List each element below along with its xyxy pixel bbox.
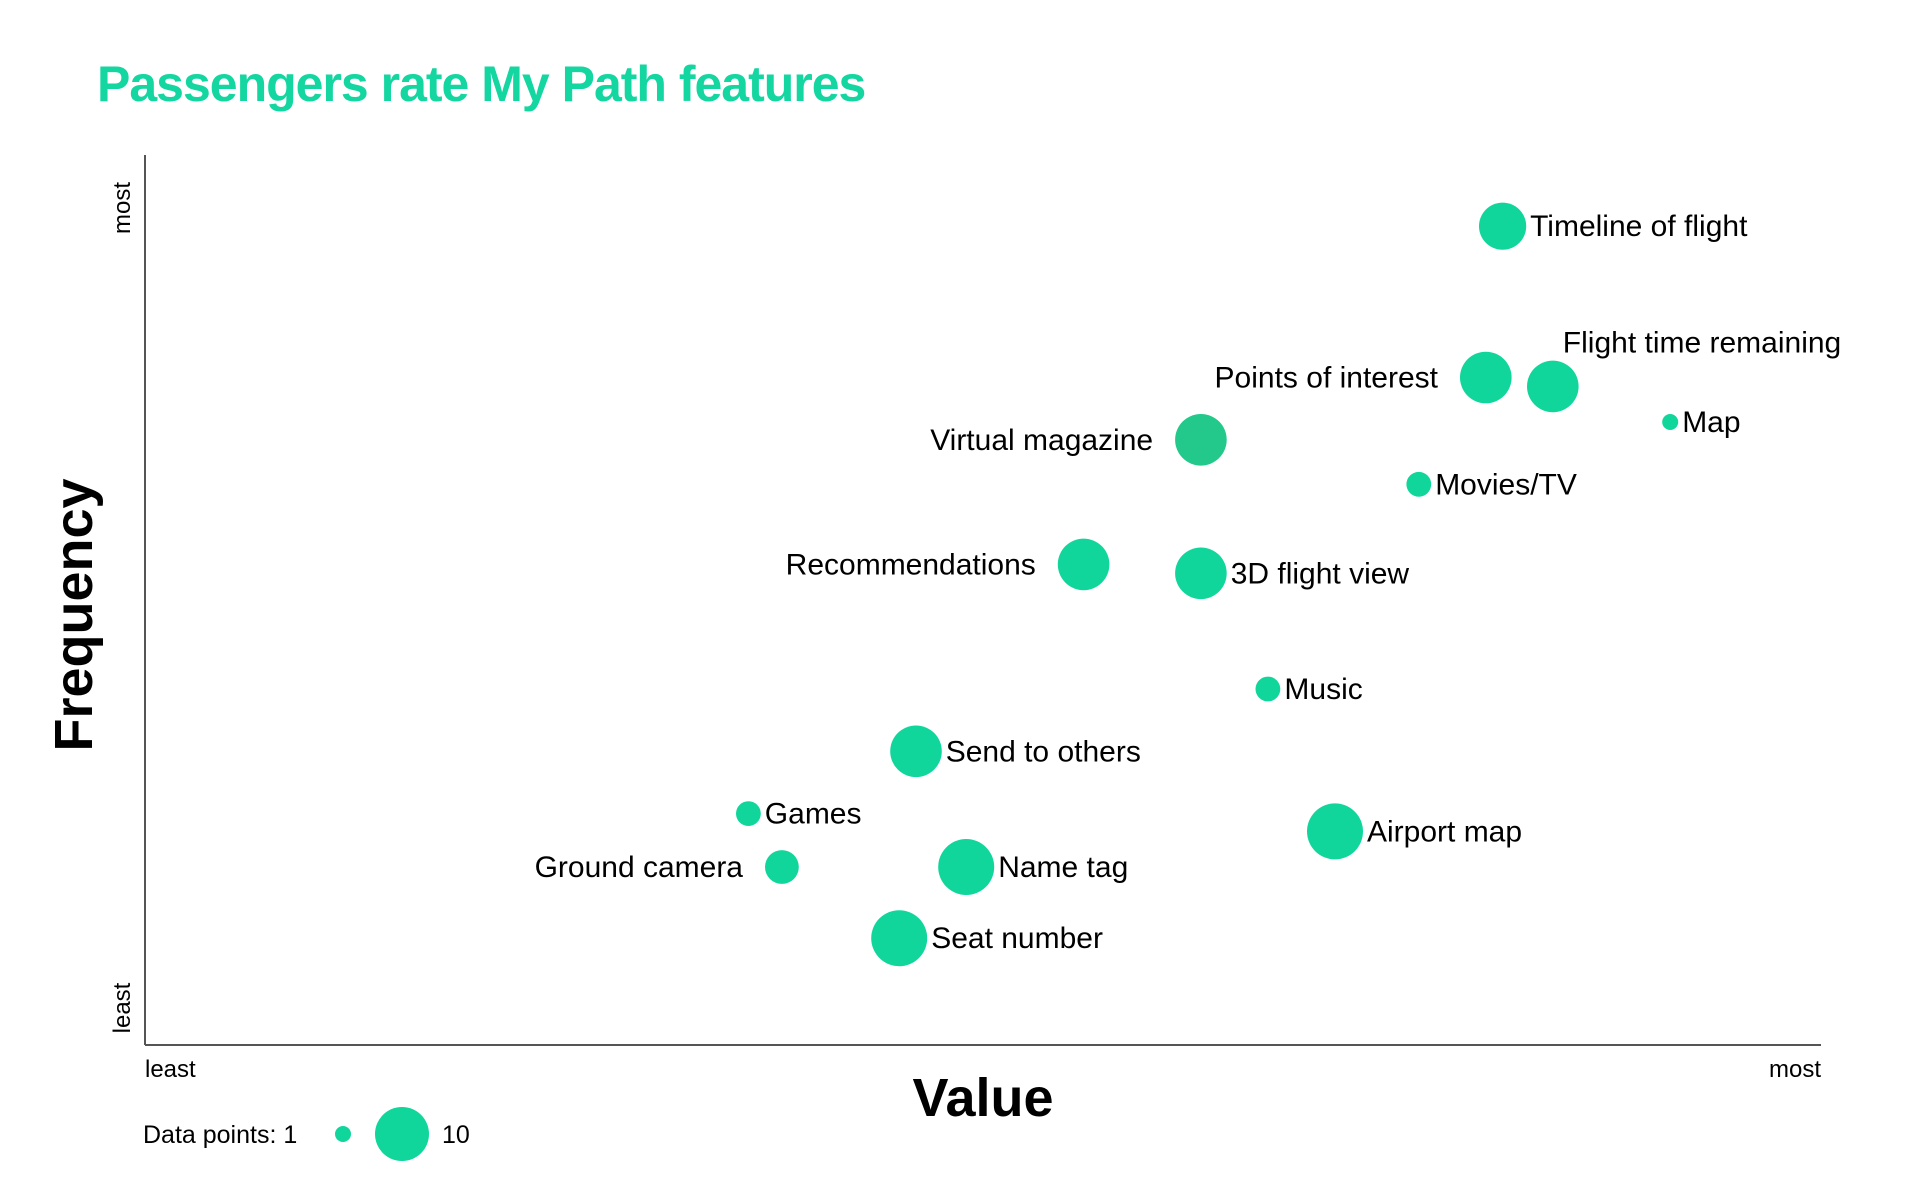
legend-max-value: 10 [442, 1121, 470, 1149]
point-label-name-tag: Name tag [998, 851, 1128, 884]
x-tick-max-label: most [1769, 1056, 1821, 1083]
y-tick-max-label: most [109, 182, 136, 234]
point-label-movies-tv: Movies/TV [1435, 468, 1577, 501]
size-legend: Data points: 1 10 [143, 1107, 470, 1161]
bubble-airport-map [1307, 803, 1363, 860]
point-label-send-to-others: Send to others [946, 735, 1141, 768]
point-label-points-of-interest: Points of interest [1215, 362, 1439, 395]
bubble-points-of-interest [1460, 351, 1512, 404]
point-label-map: Map [1682, 406, 1740, 439]
bubble-recommendations [1057, 538, 1110, 591]
point-label-music: Music [1284, 673, 1362, 706]
point-label-recommendations: Recommendations [786, 548, 1036, 581]
bubble-virtual-magazine [1175, 414, 1227, 466]
point-label-virtual-magazine: Virtual magazine [930, 424, 1153, 457]
chart-title: Passengers rate My Path features [97, 56, 865, 112]
point-label-games: Games [765, 798, 862, 831]
point-label-airport-map: Airport map [1367, 815, 1522, 848]
y-axis-title: Frequency [44, 478, 104, 751]
bubble-send-to-others [890, 725, 942, 778]
bubble-map [1662, 414, 1679, 430]
bubble-games [736, 801, 761, 826]
point-label-seat-number: Seat number [931, 922, 1103, 955]
x-axis-title: Value [912, 1068, 1053, 1128]
axes [144, 155, 1821, 1046]
y-tick-min-label: least [109, 982, 136, 1033]
point-label-ground-camera: Ground camera [535, 851, 744, 884]
legend-max-bubble [375, 1107, 429, 1161]
bubble-name-tag [938, 839, 995, 895]
bubble-3d-flight-view [1175, 547, 1227, 600]
bubble-flight-time-remaining [1527, 360, 1579, 413]
legend-min-bubble [335, 1126, 351, 1142]
x-tick-min-label: least [145, 1056, 196, 1083]
bubble-timeline-of-flight [1479, 202, 1527, 250]
bubble-ground-camera [765, 850, 799, 884]
legend-label: Data points: 1 [143, 1121, 297, 1149]
point-label-flight-time-remaining: Flight time remaining [1563, 326, 1841, 359]
point-label-3d-flight-view: 3D flight view [1231, 557, 1410, 590]
point-label-timeline-of-flight: Timeline of flight [1530, 210, 1748, 243]
bubble-movies-tv [1406, 471, 1432, 497]
bubble-music [1255, 676, 1281, 702]
bubble-seat-number [871, 910, 928, 967]
